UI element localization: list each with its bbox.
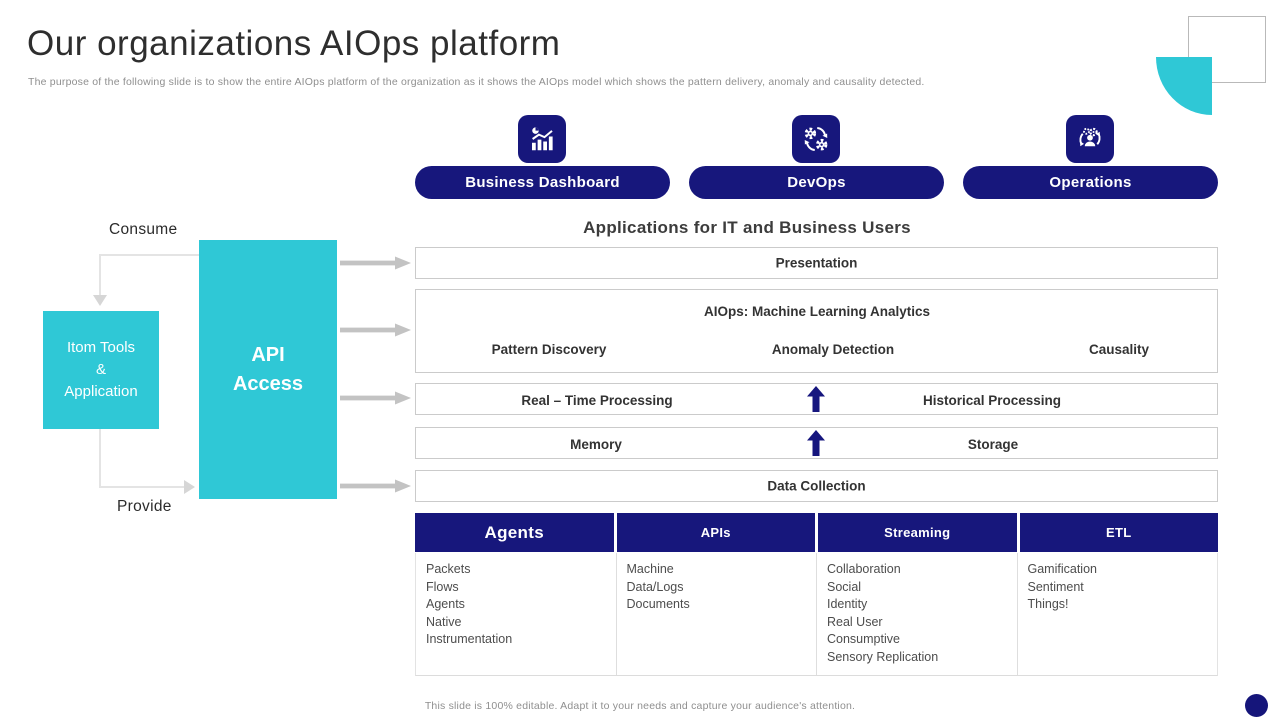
flow-arrow (340, 391, 411, 405)
list-item: Instrumentation (426, 632, 513, 646)
itom-line: Itom Tools (66, 339, 136, 356)
list-item: Real User (827, 614, 883, 629)
itom-tools-box: Itom Tools & Application (43, 311, 159, 429)
consume-label: Consume (109, 221, 178, 238)
itom-line: & (95, 361, 106, 378)
table-body: Packets Flows Agents Native Instrumentat… (415, 553, 1218, 676)
elbow-connectors (93, 254, 199, 494)
table-column-agents: Packets Flows Agents Native Instrumentat… (416, 553, 617, 675)
list-item: Documents (626, 597, 690, 611)
memory-label: Memory (570, 437, 622, 452)
analytics-row: AIOps: Machine Learning Analytics Patter… (415, 289, 1218, 373)
table-column-apis: Machine Data/Logs Documents (617, 553, 817, 675)
list-item: Collaboration (827, 562, 901, 576)
list-item: Social (827, 579, 862, 594)
devops-gears-icon (792, 115, 840, 163)
up-arrow-icon (807, 386, 825, 412)
table-header-etl: ETL (1019, 513, 1218, 552)
business-dashboard-button[interactable]: Business Dashboard (415, 166, 670, 199)
list-item: Identity (827, 597, 868, 611)
provide-label: Provide (117, 498, 172, 515)
table-header-agents: Agents (415, 513, 614, 552)
data-collection-label: Data Collection (767, 478, 866, 494)
list-item: Machine (626, 562, 674, 576)
operations-button[interactable]: Operations (963, 166, 1218, 199)
flow-arrow (340, 479, 411, 493)
page-title: Our organizations AIOps platform (27, 24, 561, 63)
list-item: Native (426, 614, 462, 629)
storage-label: Storage (967, 437, 1019, 452)
list-item: Data/Logs (626, 579, 684, 594)
flow-arrow (340, 323, 411, 337)
causality-label: Causality (1088, 342, 1150, 357)
itom-line: Application (64, 383, 138, 400)
devops-button[interactable]: DevOps (689, 166, 944, 199)
table-column-streaming: Collaboration Social Identity Real User … (817, 553, 1018, 675)
list-item: Flows (426, 579, 459, 594)
footer-note: This slide is 100% editable. Adapt it to… (424, 700, 856, 712)
decoration-quarter-circle (1156, 57, 1212, 115)
data-collection-row: Data Collection (415, 470, 1218, 502)
presentation-row: Presentation (415, 247, 1218, 279)
table-header-row: Agents APIs Streaming ETL (415, 513, 1218, 552)
pattern-discovery-label: Pattern Discovery (491, 342, 607, 357)
list-item: Sensory Replication (827, 649, 939, 664)
analytics-title: AIOps: Machine Learning Analytics (703, 304, 931, 319)
api-access-box: API Access (199, 240, 337, 499)
up-arrow-icon (807, 430, 825, 456)
list-item: Agents (426, 597, 465, 611)
table-header-apis: APIs (616, 513, 815, 552)
list-item: Gamification (1027, 562, 1097, 576)
stack-heading: Applications for IT and Business Users (583, 218, 911, 237)
presentation-label: Presentation (775, 255, 858, 271)
list-item: Things! (1027, 597, 1069, 611)
list-item: Packets (426, 562, 471, 576)
footer-dot (1245, 694, 1268, 717)
page-subtitle: The purpose of the following slide is to… (28, 76, 925, 88)
table-column-etl: Gamification Sentiment Things! (1018, 553, 1218, 675)
operations-person-icon (1066, 115, 1114, 163)
api-line: API (251, 343, 285, 366)
api-line: Access (232, 372, 304, 395)
list-item: Sentiment (1027, 579, 1084, 594)
flow-arrow (340, 256, 411, 270)
anomaly-detection-label: Anomaly Detection (771, 342, 895, 357)
bar-chart-icon (518, 115, 566, 163)
table-header-streaming: Streaming (818, 513, 1017, 552)
list-item: Consumptive (827, 632, 900, 646)
realtime-processing-label: Real – Time Processing (521, 393, 673, 408)
historical-processing-label: Historical Processing (922, 393, 1062, 408)
